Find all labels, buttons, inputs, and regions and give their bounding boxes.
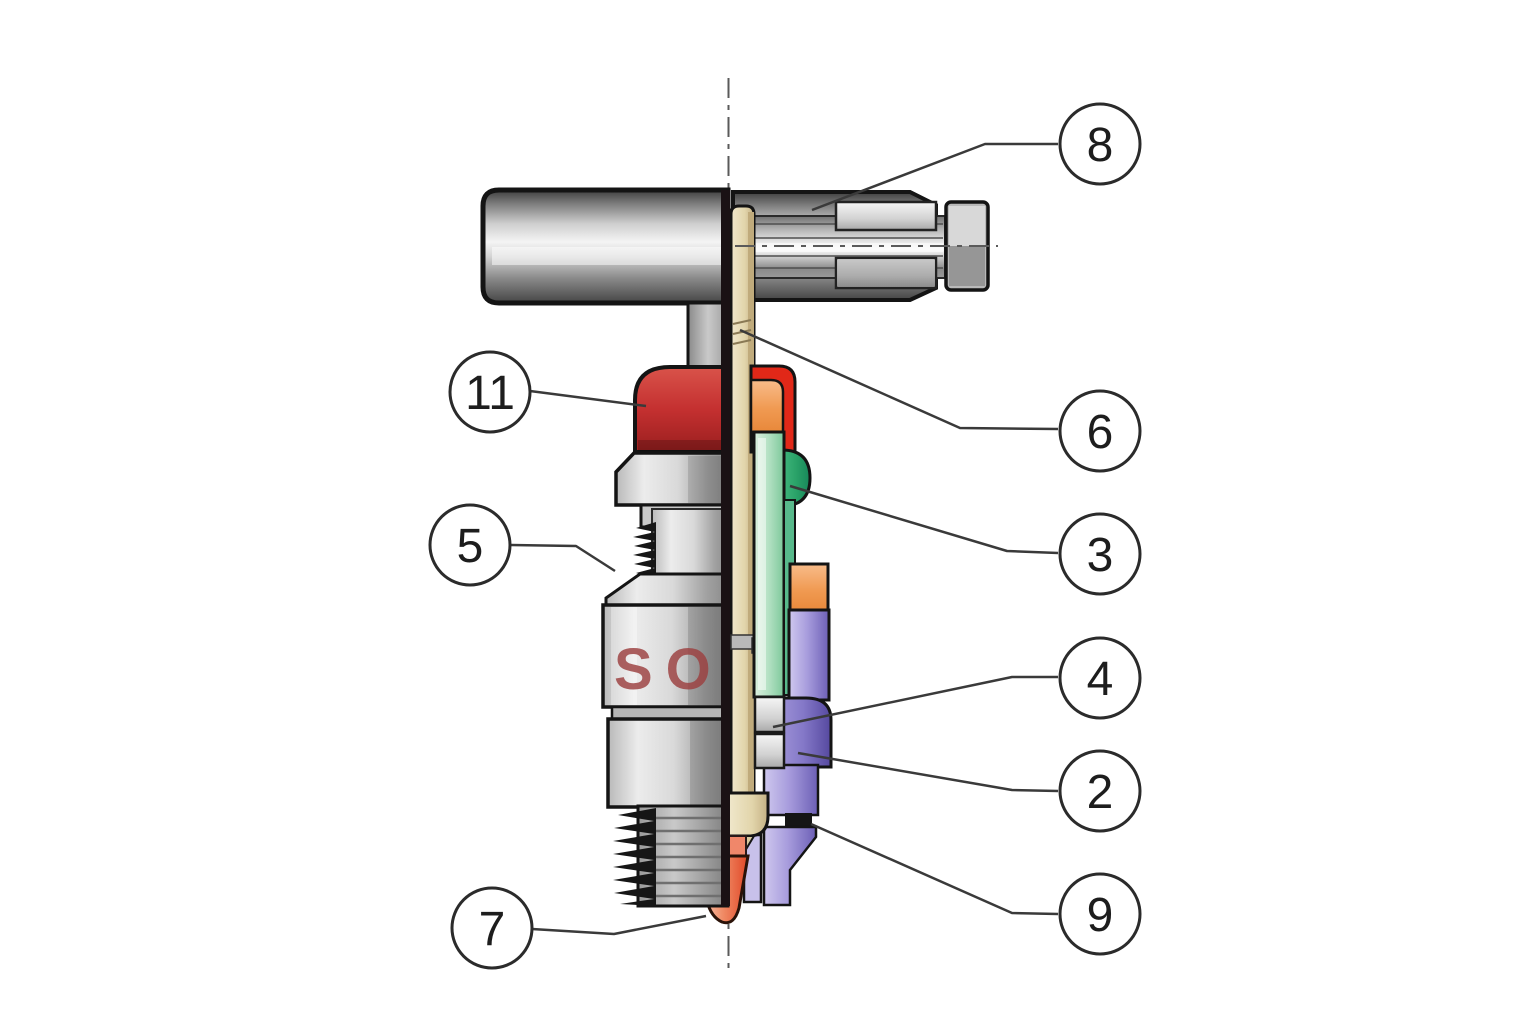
purple-skirt-right (762, 825, 818, 907)
callout-9-circle (1058, 872, 1142, 956)
green-highlight (758, 438, 766, 690)
leader-8 (811, 142, 1058, 212)
callout-5: 5 (428, 503, 512, 587)
callout-11-circle (448, 350, 532, 434)
section-plane (721, 190, 730, 906)
stem-shade-edge (748, 212, 754, 834)
t-handle-tube (480, 187, 731, 306)
spigot-thread-ridges (633, 522, 656, 578)
callout-3-label: 3 (1087, 529, 1114, 582)
gland-washer-shade (838, 260, 934, 286)
spigot-shank (651, 508, 729, 578)
end-hex-nut-lower-facet (949, 246, 985, 286)
callout-11: 11 (448, 350, 532, 434)
callout-8-label: 8 (1087, 119, 1114, 172)
bottom-thread-ridges (613, 808, 656, 906)
branded-hex-highlight (611, 607, 637, 705)
callout-11-label: 11 (465, 367, 515, 420)
callout-5-circle (428, 503, 512, 587)
callout-4: 4 (1058, 636, 1142, 720)
stem-joint-band (730, 634, 755, 650)
bottom-thread-grooves (650, 816, 726, 898)
red-protection-cap (633, 365, 730, 454)
gland-washer-top (834, 200, 938, 232)
callout-4-label: 4 (1087, 653, 1114, 706)
lower-hex-body (606, 717, 730, 809)
callout-6: 6 (1058, 389, 1142, 473)
callout-3: 3 (1058, 512, 1142, 596)
callout-9-label: 9 (1087, 889, 1114, 942)
callout-7-label: 7 (479, 903, 506, 956)
seal-ring (785, 813, 812, 827)
spring-seat-lower (753, 732, 786, 770)
leader-6 (739, 328, 1059, 431)
callout-2-label: 2 (1087, 766, 1114, 819)
leader-9 (810, 822, 1059, 916)
stem-foot (726, 791, 770, 838)
callout-4-circle (1058, 636, 1142, 720)
spindle-highlight (735, 243, 943, 252)
callout-9: 9 (1058, 872, 1142, 956)
purple-housing-lower-block (762, 763, 820, 817)
callout-2-circle (1058, 749, 1142, 833)
callout-6-label: 6 (1087, 406, 1114, 459)
external-view: SO (480, 187, 731, 908)
leader-2 (797, 751, 1059, 793)
cap-bottom-shade (638, 440, 728, 452)
lower-hex-facet (690, 721, 726, 805)
section-view (701, 190, 990, 925)
callout-6-circle (1058, 389, 1142, 473)
callout-3-circle (1058, 512, 1142, 596)
callout-7: 7 (450, 886, 534, 970)
gland-washer-bottom (834, 256, 938, 290)
leader-lines (510, 142, 1059, 936)
leader-11 (529, 389, 647, 408)
callout-2: 2 (1058, 749, 1142, 833)
leader-5 (510, 543, 616, 573)
brand-lettering: SO (614, 637, 724, 702)
callout-8: 8 (1058, 102, 1142, 186)
orange-insert-lower (788, 562, 830, 614)
leader-3 (789, 484, 1059, 555)
callouts: 8 6 3 4 2 9 11 5 (428, 102, 1142, 970)
purple-housing-column (787, 608, 831, 702)
orange-insert-top (749, 378, 785, 434)
body-shoulder (604, 572, 730, 609)
handle-highlight (492, 247, 724, 265)
leader-7 (531, 914, 707, 936)
callout-7-circle (450, 886, 534, 970)
leader-4 (772, 675, 1058, 729)
callout-5-label: 5 (457, 520, 484, 573)
callout-8-circle (1058, 102, 1142, 186)
end-hex-nut-upper-facet (949, 206, 985, 246)
